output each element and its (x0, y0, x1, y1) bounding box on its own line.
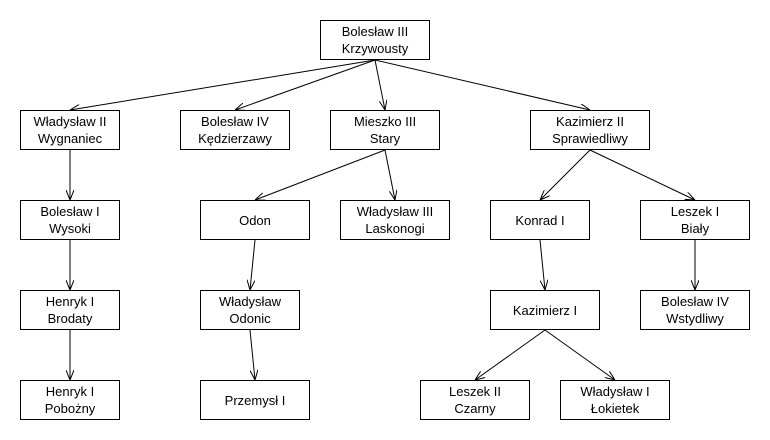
node-wladyslaw-ii-wygnaniec: Władysław II Wygnaniec (20, 110, 120, 150)
node-wladyslaw-i-lokietek: Władysław I Łokietek (560, 380, 670, 420)
edge-wladyslawo-to-przemysl1 (249, 329, 255, 380)
node-label: Bolesław IV Kędzierzawy (198, 114, 272, 146)
node-mieszko-iii-stary: Mieszko III Stary (330, 110, 440, 150)
node-label: Przemysł I (224, 392, 286, 408)
node-label: Henryk I Brodaty (45, 294, 95, 326)
edge-boleslaw3-to-mieszko3 (374, 59, 385, 110)
node-przemysl-i: Przemysł I (200, 380, 310, 420)
node-label: Władysław Odonic (218, 294, 282, 326)
edge-kazimierz1-to-wladyslaw1 (544, 329, 615, 380)
node-leszek-ii-czarny: Leszek II Czarny (420, 380, 530, 420)
node-label: Władysław I Łokietek (580, 384, 650, 416)
node-boleslaw-i-wysoki: Bolesław I Wysoki (20, 200, 120, 240)
edge-boleslaw3-to-boleslaw4k (235, 59, 376, 110)
edge-kazimierz2-to-konrad1 (540, 149, 591, 200)
node-label: Mieszko III Stary (353, 114, 417, 146)
edge-boleslaw3-to-wladyslaw2 (70, 59, 376, 110)
node-label: Konrad I (515, 212, 565, 228)
node-label: Bolesław III Krzywousty (341, 24, 409, 56)
node-henryk-i-brodaty: Henryk I Brodaty (20, 290, 120, 330)
node-label: Kazimierz II Sprawiedliwy (552, 114, 628, 146)
node-wladyslaw-odonic: Władysław Odonic (200, 290, 300, 330)
node-leszek-i-bialy: Leszek I Biały (640, 200, 750, 240)
edge-boleslaw3-to-kazimierz2 (374, 59, 590, 110)
node-label: Bolesław IV Wstydliwy (661, 294, 729, 326)
node-boleslaw-iv-kedzierzawy: Bolesław IV Kędzierzawy (180, 110, 290, 150)
node-label: Władysław II Wygnaniec (33, 114, 107, 146)
node-label: Bolesław I Wysoki (40, 204, 100, 236)
node-label: Henryk I Pobożny (44, 384, 96, 416)
edge-mieszko3-to-wladyslaw3 (384, 149, 395, 200)
edge-mieszko3-to-odon (255, 149, 386, 200)
edge-odon-to-wladyslawo (250, 239, 256, 290)
node-boleslaw-iii-krzywousty: Bolesław III Krzywousty (320, 20, 430, 60)
node-odon: Odon (200, 200, 310, 240)
edge-konrad1-to-kazimierz1 (539, 239, 545, 290)
node-boleslaw-iv-wstydliwy: Bolesław IV Wstydliwy (640, 290, 750, 330)
edge-kazimierz1-to-leszek2 (475, 329, 546, 380)
node-kazimierz-ii-sprawiedliwy: Kazimierz II Sprawiedliwy (530, 110, 650, 150)
node-label: Kazimierz I (512, 302, 578, 318)
node-label: Odon (239, 212, 271, 228)
node-konrad-i: Konrad I (490, 200, 590, 240)
node-kazimierz-i: Kazimierz I (490, 290, 600, 330)
node-label: Leszek I Biały (670, 204, 720, 236)
edge-kazimierz2-to-leszek1 (589, 149, 695, 200)
node-wladyslaw-iii-laskonogi: Władysław III Laskonogi (340, 200, 450, 240)
node-label: Władysław III Laskonogi (356, 204, 434, 236)
node-label: Leszek II Czarny (448, 384, 502, 416)
node-henryk-i-pobozny: Henryk I Pobożny (20, 380, 120, 420)
